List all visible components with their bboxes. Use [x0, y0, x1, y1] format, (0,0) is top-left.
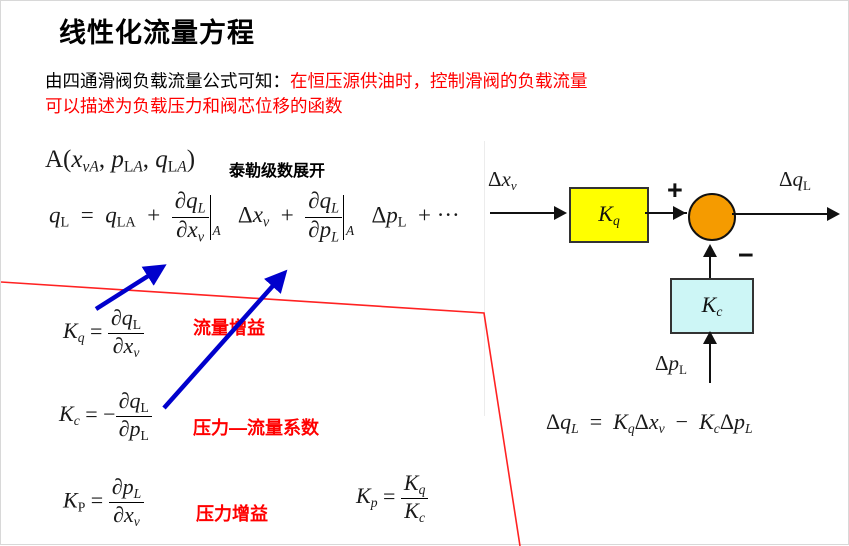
intro-paragraph: 由四通滑阀负载流量公式可知：在恒压源供油时，控制滑阀的负载流量 可以描述为负载压… [45, 69, 845, 119]
feedback-input-arrowhead-icon [703, 331, 717, 344]
definition-kc: Kc = −∂qL∂pL [59, 389, 152, 444]
summing-node [688, 193, 736, 241]
definition-kq: Kq = ∂qL∂xv [63, 306, 145, 361]
annotation-flow-gain: 流量增益 [193, 318, 265, 338]
feedback-input-line [709, 343, 711, 383]
paragraph-black-text: 由四通滑阀负载流量公式可知： [45, 71, 290, 91]
input-arrowhead-icon [554, 206, 567, 220]
panel-divider [484, 141, 485, 416]
minus-sign: − [738, 240, 754, 270]
forward-block-kq: Kq [569, 187, 649, 243]
diagram-equation: ΔqL = KqΔxv − KcΔpL [546, 409, 753, 437]
feedback-block-label: Kc [701, 291, 723, 320]
forward-arrowhead-icon [673, 206, 686, 220]
input-label-delta-xv: Δxv [488, 167, 517, 193]
feedback-arrowhead-icon [703, 244, 717, 257]
operating-point-expression: A(xvA, pLA, qLA) [45, 146, 196, 176]
annotation-pressure-flow-coefficient: 压力—流量系数 [193, 418, 319, 438]
paragraph-red-text-line1: 在恒压源供油时，控制滑阀的负载流量 [290, 71, 588, 91]
plus-sign: + [667, 175, 683, 205]
blue-arrow-2 [162, 269, 288, 410]
page-title: 线性化流量方程 [59, 18, 255, 48]
taylor-expansion-label: 泰勒级数展开 [229, 163, 326, 180]
blue-arrow-1 [94, 264, 167, 311]
definition-kp: KP = ∂pL∂xv [63, 475, 145, 530]
feedback-line-upper [709, 253, 711, 281]
feedback-block-kc: Kc [670, 278, 754, 334]
output-arrowhead-icon [827, 207, 840, 221]
forward-line [645, 212, 687, 214]
feedback-label-delta-pL: ΔpL [655, 351, 687, 377]
input-line [490, 212, 556, 214]
annotation-pressure-gain: 压力增益 [196, 504, 268, 524]
paragraph-red-text-line2: 可以描述为负载压力和阀芯位移的函数 [45, 96, 343, 116]
output-label-delta-qL: ΔqL [779, 167, 811, 193]
forward-block-label: Kq [598, 200, 620, 229]
output-line [732, 213, 832, 215]
